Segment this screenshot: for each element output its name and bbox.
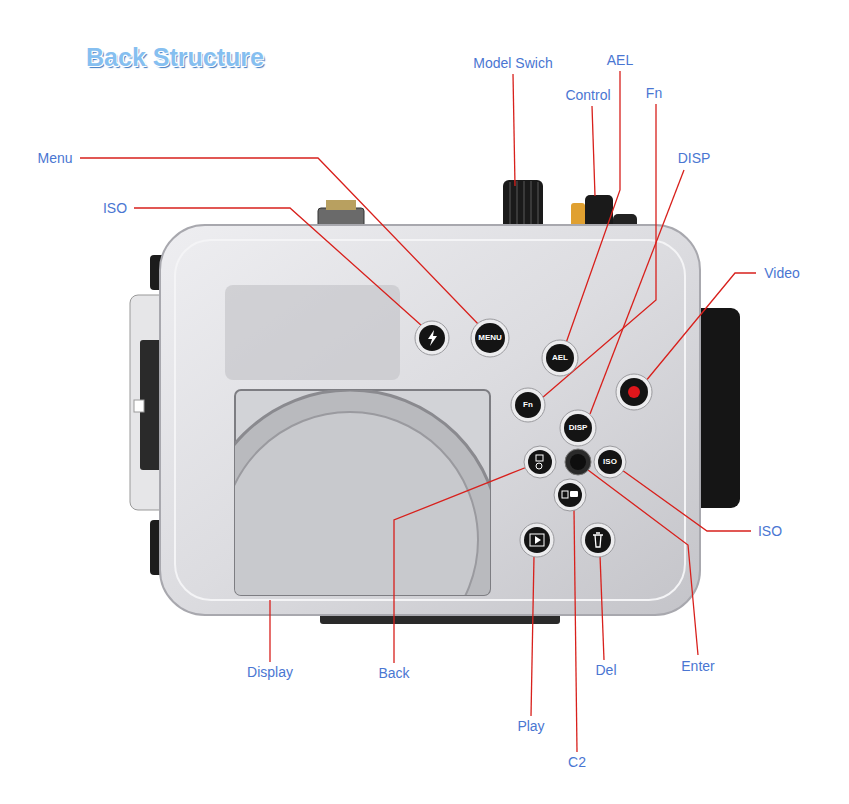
button-rim	[581, 523, 615, 557]
c2-button	[554, 479, 586, 511]
leader-line	[269, 600, 270, 662]
callout-label: C2	[568, 754, 586, 770]
button-cap	[475, 323, 505, 353]
button-cap	[620, 378, 648, 406]
inner-shadow	[225, 285, 400, 380]
button-cap	[528, 450, 552, 474]
play-frame	[530, 534, 544, 546]
button-rim	[415, 321, 449, 355]
button-rim	[616, 374, 652, 410]
button-label: AEL	[552, 353, 568, 362]
iso-button	[594, 446, 626, 478]
lens-inner	[235, 412, 478, 595]
play-icon	[535, 536, 541, 544]
button-cap	[546, 344, 574, 372]
button-rim	[542, 340, 578, 376]
leader-line	[622, 470, 751, 531]
timer-icon	[536, 463, 542, 469]
enter-joystick	[565, 449, 591, 475]
button-cap	[558, 483, 582, 507]
leader-line	[542, 104, 656, 398]
callout-label: Back	[378, 665, 409, 681]
button-rim	[560, 410, 596, 446]
joystick-cap	[570, 454, 586, 470]
button-cap	[585, 527, 611, 553]
back-button	[524, 446, 556, 478]
leader-lines	[80, 71, 756, 752]
button-cap	[515, 392, 541, 418]
callout-label: ISO	[103, 200, 127, 216]
menu-button	[471, 319, 509, 357]
leader-line	[394, 467, 527, 663]
trash-icon	[593, 533, 603, 547]
ael-button	[542, 340, 578, 376]
play-button	[520, 523, 554, 557]
button-cap	[564, 414, 592, 442]
callout-label: Control	[565, 87, 610, 103]
button-rim	[594, 446, 626, 478]
leader-line	[600, 555, 604, 660]
button-label: ISO	[603, 457, 617, 466]
button-rim	[471, 319, 509, 357]
leader-line	[592, 106, 595, 196]
video-button	[616, 374, 652, 410]
leader-line	[513, 74, 515, 186]
leader-line	[645, 273, 756, 382]
flash-button	[415, 321, 449, 355]
button-label: DISP	[569, 423, 588, 432]
disp-button	[560, 410, 596, 446]
callout-label: AEL	[607, 52, 633, 68]
callout-label: Menu	[37, 150, 72, 166]
leader-line	[80, 158, 480, 326]
lens-ring	[235, 390, 490, 595]
button-rim	[524, 446, 556, 478]
button-cap	[419, 325, 445, 351]
leader-line	[531, 556, 534, 716]
callout-label: ISO	[758, 523, 782, 539]
button-cap	[524, 527, 550, 553]
camera-icon	[570, 491, 578, 497]
callout-label: Del	[595, 662, 616, 678]
drive-icon	[536, 455, 543, 461]
leader-line	[590, 170, 684, 414]
leader-line	[134, 208, 422, 326]
button-rim	[520, 523, 554, 557]
leader-line	[574, 510, 577, 752]
leader-line	[588, 470, 698, 655]
callout-label: Display	[247, 664, 293, 680]
button-label: MENU	[478, 333, 502, 342]
lens-view	[235, 390, 490, 595]
button-label: Fn	[523, 400, 533, 409]
callout-label: Enter	[681, 658, 714, 674]
leader-line	[566, 71, 620, 343]
button-rim	[511, 388, 545, 422]
callout-label: Model Swich	[473, 55, 552, 71]
del-button	[581, 523, 615, 557]
callout-label: Fn	[646, 85, 662, 101]
callout-label: DISP	[678, 150, 711, 166]
callout-label: Video	[764, 265, 800, 281]
joystick	[565, 449, 591, 475]
record-dot	[628, 386, 640, 398]
button-cap	[598, 450, 622, 474]
callout-label: Play	[517, 718, 544, 734]
hot-shoe-plate	[326, 200, 356, 210]
fn-button	[511, 388, 545, 422]
exposure-icon	[562, 491, 568, 498]
diagram-title: Back Structure	[86, 43, 264, 72]
button-rim	[554, 479, 586, 511]
buckle-pin	[134, 400, 144, 412]
flash-icon	[428, 330, 437, 346]
